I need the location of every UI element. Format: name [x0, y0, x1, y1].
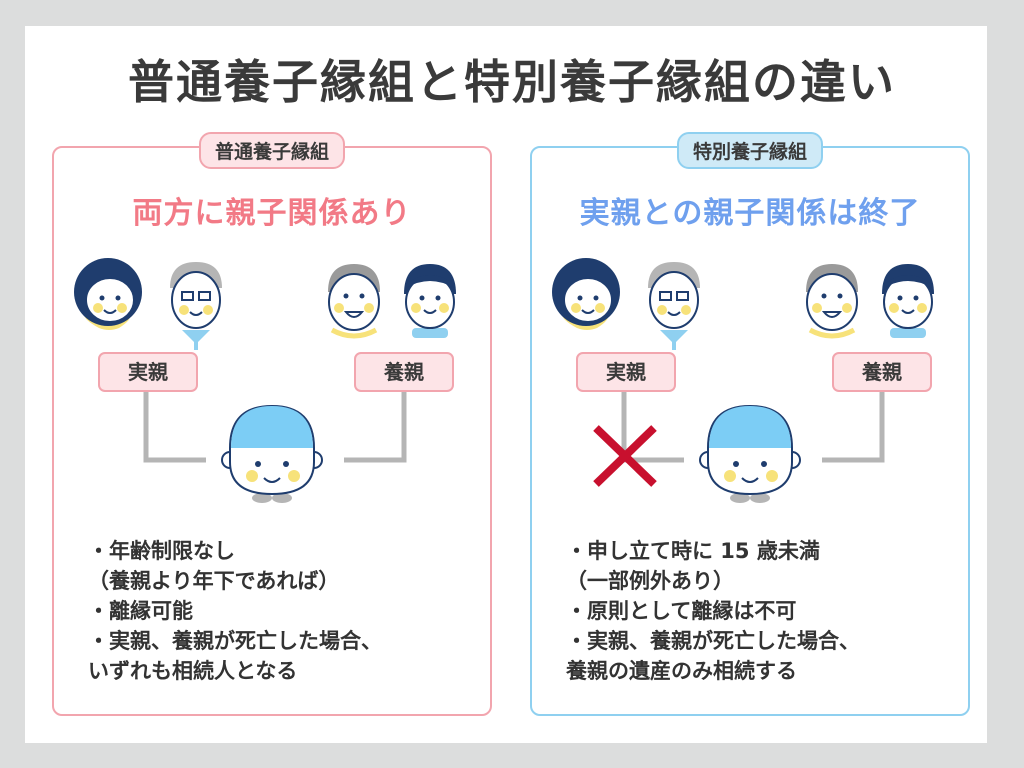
panel-special-adoption: 特別養子縁組 実親との親子関係は終了: [530, 132, 972, 716]
panel-subtitle: 実親との親子関係は終了: [579, 196, 921, 231]
bullet-item: ・原則として離縁は不可: [566, 599, 797, 623]
panel-subtitle: 両方に親子関係あり: [132, 196, 412, 231]
panel-tag: 普通養子縁組: [198, 132, 346, 169]
family-diagram: 実親 養親: [54, 248, 494, 508]
bullet-list: ・申し立て時に 15 歳未満 （一部例外あり） ・原則として離縁は不可 ・実親、…: [566, 536, 860, 686]
older-man-face-icon: [328, 264, 380, 339]
bullet-item: ・実親、養親が死亡した場合、: [88, 629, 382, 653]
older-man-face-icon: [806, 264, 858, 339]
adoptive-parents-label: 養親: [354, 352, 454, 392]
man-with-glasses-face-icon: [648, 262, 700, 350]
connector-line: [344, 384, 407, 463]
panel-ordinary-adoption: 普通養子縁組 両方に親子関係あり: [52, 132, 494, 716]
page-title: 普通養子縁組と特別養子縁組の違い: [128, 55, 896, 109]
bullet-item: （一部例外あり）: [566, 569, 734, 593]
connector-line: [822, 384, 885, 463]
woman-face-icon: [74, 258, 142, 330]
bullet-list: ・年齢制限なし （養親より年下であれば） ・離縁可能 ・実親、養親が死亡した場合…: [88, 536, 382, 686]
woman-short-hair-face-icon: [404, 264, 456, 338]
bullet-item: （養親より年下であれば）: [88, 569, 340, 593]
woman-short-hair-face-icon: [882, 264, 934, 338]
bullet-item: ・離縁可能: [88, 599, 193, 623]
child-face-icon: [221, 404, 323, 503]
bullet-item: ・申し立て時に 15 歳未満: [566, 539, 820, 563]
adoptive-parents-label: 養親: [832, 352, 932, 392]
birth-parents-label: 実親: [576, 352, 676, 392]
bullet-item: ・年齢制限なし: [88, 539, 235, 563]
connector-line: [143, 384, 206, 463]
child-face-icon: [699, 404, 801, 503]
panel-tag: 特別養子縁組: [676, 132, 824, 169]
woman-face-icon: [552, 258, 620, 330]
bullet-item: ・実親、養親が死亡した場合、: [566, 629, 860, 653]
bullet-item: いずれも相続人となる: [88, 659, 298, 683]
red-cross-icon: [593, 425, 657, 487]
man-with-glasses-face-icon: [170, 262, 222, 350]
bullet-item: 養親の遺産のみ相続する: [566, 659, 797, 683]
birth-parents-label: 実親: [98, 352, 198, 392]
family-diagram: 実親 養親: [532, 248, 972, 508]
